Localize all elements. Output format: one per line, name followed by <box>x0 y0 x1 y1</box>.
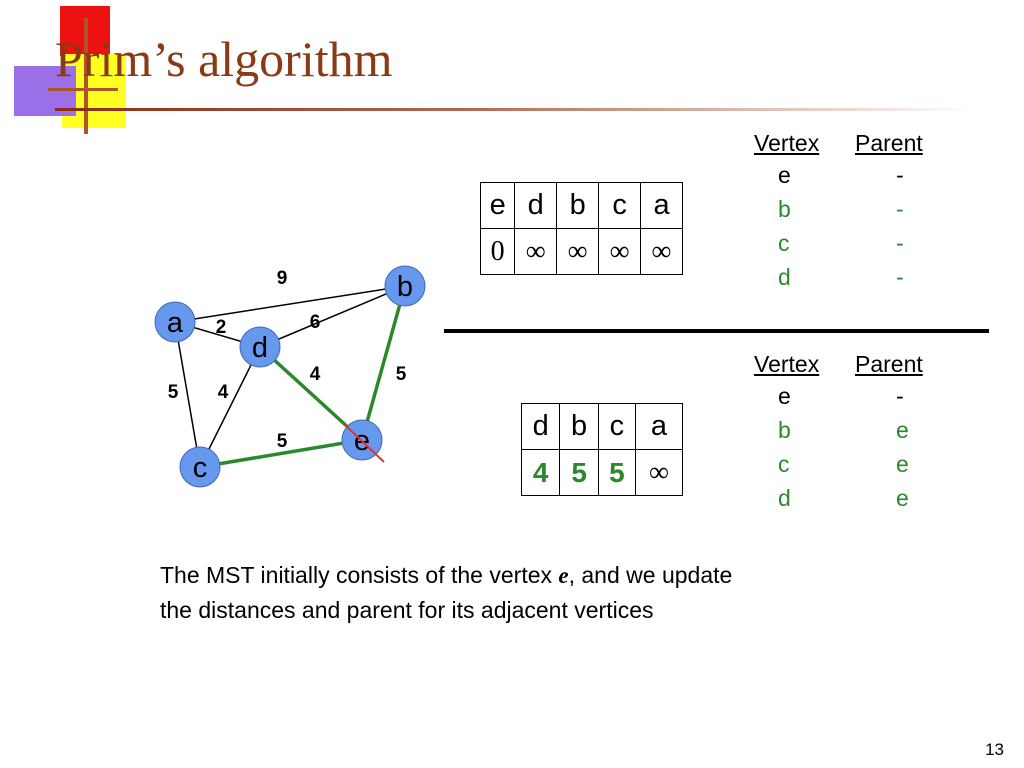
queue-after-value: 5 <box>597 449 636 496</box>
node-d-label: d <box>252 332 268 364</box>
parent-table-before: Vertex Parent e - b - c - d - <box>754 130 954 298</box>
queue-before-value: 0 <box>479 228 516 275</box>
parent-after-row: d e <box>754 485 954 519</box>
parent-before-header-vertex: Vertex <box>754 130 820 156</box>
decor-line-vertical <box>84 18 88 134</box>
queue-after-header: c <box>597 403 636 450</box>
parent-after-row: e - <box>754 383 954 417</box>
caption-line1-prefix: The MST initially consists of the vertex <box>160 562 559 588</box>
edge-b-e <box>360 285 407 441</box>
queue-after-value: 4 <box>520 449 561 496</box>
weight-a-c: 5 <box>168 382 179 403</box>
edge-weights: 9 2 5 6 4 4 5 5 <box>168 268 407 452</box>
node-d: d <box>239 326 281 368</box>
queue-after-header: d <box>520 403 561 450</box>
parent-after-vertex: e <box>778 383 791 409</box>
queue-before-header: b <box>556 182 600 229</box>
queue-before-header-row: e d b c a <box>479 182 683 229</box>
queue-after-header-row: d b c a <box>520 403 684 450</box>
caption-line1-suffix: , and we update <box>568 562 733 588</box>
caption-text: The MST initially consists of the vertex… <box>160 558 732 627</box>
node-b: b <box>384 265 426 307</box>
queue-before-header: e <box>479 182 516 229</box>
queue-before-header: a <box>640 182 683 229</box>
queue-after-header: a <box>634 403 684 450</box>
parent-before-row: e - <box>754 162 954 196</box>
queue-after-value-row: 4 5 5 ∞ <box>520 449 684 496</box>
edge-d-c <box>199 346 261 468</box>
weight-a-d: 2 <box>216 317 227 338</box>
decor-square-purple <box>14 66 76 116</box>
edge-a-b <box>174 285 406 323</box>
node-c: c <box>179 446 221 488</box>
title-underline <box>55 108 975 111</box>
parent-before-parent: - <box>896 264 904 290</box>
weight-b-e: 5 <box>396 364 407 385</box>
node-a-label: a <box>167 307 184 339</box>
parent-before-row: c - <box>754 230 954 264</box>
parent-after-parent: - <box>896 383 904 409</box>
parent-after-vertex: b <box>778 417 791 443</box>
queue-before-value: ∞ <box>598 228 642 275</box>
parent-after-header-parent: Parent <box>855 351 923 377</box>
node-a: a <box>154 301 196 343</box>
caption-line1-vertex: e <box>558 563 569 588</box>
weight-d-c: 4 <box>218 382 229 403</box>
parent-after-parent: e <box>896 485 909 511</box>
weight-c-e: 5 <box>277 431 288 452</box>
weight-d-e: 4 <box>310 364 321 385</box>
parent-after-vertex: d <box>778 485 791 511</box>
weight-a-b: 9 <box>277 268 288 289</box>
parent-before-row: b - <box>754 196 954 230</box>
parent-before-parent: - <box>896 230 904 256</box>
section-divider <box>444 329 989 333</box>
edge-d-b <box>259 285 406 348</box>
node-b-label: b <box>397 271 413 303</box>
parent-before-parent: - <box>896 162 904 188</box>
parent-after-row: b e <box>754 417 954 451</box>
graph-nodes: a b c d e <box>154 265 426 488</box>
weight-d-b: 6 <box>310 312 321 333</box>
parent-before-vertex: b <box>778 196 791 222</box>
parent-before-vertex: e <box>778 162 791 188</box>
queue-after-value: ∞ <box>634 449 684 496</box>
edge-c-e <box>199 438 363 469</box>
queue-before-value: ∞ <box>556 228 600 275</box>
parent-after-header-row: Vertex Parent <box>754 351 954 383</box>
parent-before-row: d - <box>754 264 954 298</box>
parent-after-parent: e <box>896 451 909 477</box>
edge-a-c <box>174 321 201 468</box>
queue-after-value: 5 <box>559 449 599 496</box>
caption-line-2: the distances and parent for its adjacen… <box>160 597 654 623</box>
parent-after-header-vertex: Vertex <box>754 351 820 377</box>
parent-after-row: c e <box>754 451 954 485</box>
decor-line-horizontal <box>48 88 118 91</box>
parent-before-header-row: Vertex Parent <box>754 130 954 162</box>
page-title: Prim’s algorithm <box>55 31 393 87</box>
queue-before-value-row: 0 ∞ ∞ ∞ ∞ <box>479 228 683 275</box>
queue-before-value: ∞ <box>514 228 558 275</box>
parent-before-parent: - <box>896 196 904 222</box>
queue-table-after: d b c a 4 5 5 ∞ <box>520 403 684 496</box>
parent-after-parent: e <box>896 417 909 443</box>
queue-after-header: b <box>559 403 599 450</box>
parent-after-vertex: c <box>778 451 790 477</box>
queue-table-before: e d b c a 0 ∞ ∞ ∞ ∞ <box>479 182 683 275</box>
page-number: 13 <box>985 740 1004 759</box>
node-e-strike <box>343 423 385 463</box>
parent-before-header-parent: Parent <box>855 130 923 156</box>
caption-line-1: The MST initially consists of the vertex… <box>160 558 732 593</box>
queue-before-header: c <box>598 182 642 229</box>
queue-before-value: ∞ <box>640 228 683 275</box>
queue-before-header: d <box>514 182 558 229</box>
node-c-label: c <box>193 452 208 484</box>
parent-table-after: Vertex Parent e - b e c e d e <box>754 351 954 519</box>
parent-before-vertex: d <box>778 264 791 290</box>
parent-before-vertex: c <box>778 230 790 256</box>
